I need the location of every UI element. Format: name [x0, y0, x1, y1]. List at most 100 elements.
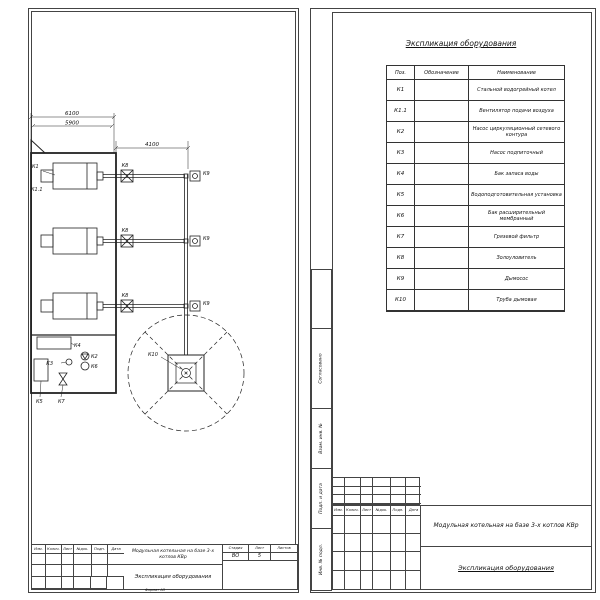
col-header-designation: Обозначение [415, 66, 469, 80]
row-pos: К1.1 [387, 101, 415, 122]
label-smoke-exhauster-2: К9 [203, 236, 210, 242]
row-designation [415, 164, 469, 185]
row-designation [415, 269, 469, 290]
equipment-table: Поз. Обозначение Наименование К1 Стальной… [386, 65, 565, 312]
row-name: Насос подпиточный [469, 143, 564, 164]
row-designation [415, 80, 469, 101]
sheet-doc-name: Экспликация оборудования [134, 574, 212, 581]
stage-label: Стадия [223, 545, 249, 553]
titleblock-explication-sheet: Изм. Колич. Лист №док. Подп. Дата [332, 505, 592, 590]
boiler-unit-1 [40, 162, 201, 190]
row-pos: К5 [387, 185, 415, 206]
row-designation [415, 290, 469, 311]
row-name: Золоуловитель [469, 248, 564, 269]
row-pos: К6 [387, 206, 415, 227]
row-pos: К8 [387, 248, 415, 269]
label-makeup-pump-k3: К3 [46, 361, 53, 367]
rev-col-izm: Изм. [32, 545, 46, 554]
row-name: Труба дымовая [469, 290, 564, 311]
col-header-pos: Поз. [387, 66, 415, 80]
margin-stamp-column: Согласовано Взам. инв. № Подп. и дата Ин… [311, 269, 332, 591]
dim-flue-run: 4100 [145, 142, 159, 148]
margin-inv-podl: Инв. № подл. [311, 529, 332, 591]
row-pos: К2 [387, 122, 415, 143]
row-name: Бак запаса воды [469, 164, 564, 185]
explication-sheet: Экспликация оборудования Поз. Обозначени… [310, 8, 596, 593]
building-outline [30, 138, 117, 394]
label-smoke-exhauster-1: К9 [203, 171, 210, 177]
rev-col-izm: Изм. [333, 506, 345, 516]
rev-col-list: Лист [361, 506, 373, 516]
row-name: Водоподготовительная установка [469, 185, 564, 206]
row-name: Бак расширительный мембранный [469, 206, 564, 227]
project-name: Модульная котельная на базе 3-х котлов К… [421, 506, 591, 548]
rev-col-data: Дата [406, 506, 421, 516]
rev-col-data: Дата [108, 545, 124, 554]
document-name-block: Модульная котельная на базе 3-х котлов К… [124, 545, 223, 589]
rev-col-ndok: №док. [74, 545, 92, 554]
margin-podp-data: Подп. и дата [311, 469, 332, 529]
rev-col-ndok: №док. [373, 506, 391, 516]
label-ash-catcher-3: К8 [122, 293, 129, 299]
label-network-pump-k2: К2 [91, 354, 98, 360]
col-header-name: Наименование [469, 66, 564, 80]
boiler-unit-3 [40, 292, 201, 320]
label-water-treatment-k5: К5 [36, 399, 43, 405]
row-designation [415, 206, 469, 227]
revision-grid [332, 477, 421, 505]
page-title: Экспликация оборудования [405, 39, 517, 48]
margin-vzam-inv: Взам. инв. № [311, 409, 332, 469]
label-boiler-k1: К1 [32, 164, 39, 170]
project-name: Модульная котельная на базе 3-х котлов К… [124, 545, 222, 566]
revision-block: Изм. Колич. Лист №док. Подп. Дата [32, 545, 124, 589]
document-name-block: Модульная котельная на базе 3-х котлов К… [420, 506, 591, 589]
row-name: Стальной водогрейный котел [469, 80, 564, 101]
boiler-unit-2 [40, 227, 201, 255]
row-designation [415, 143, 469, 164]
organization-cell [223, 561, 297, 589]
row-designation [415, 101, 469, 122]
label-ash-catcher-1: К8 [122, 163, 129, 169]
flue-collector [184, 174, 188, 355]
sheets-label: Листов [271, 545, 297, 553]
sheet-doc-name: Экспликация оборудования [458, 564, 554, 573]
row-name: Грязевой фильтр [469, 227, 564, 248]
revision-block: Изм. Колич. Лист №док. Подп. Дата [333, 506, 421, 590]
row-designation [415, 185, 469, 206]
label-water-tank-k4: К4 [74, 343, 81, 349]
rev-col-list: Лист [62, 545, 74, 554]
chimney-assembly [127, 314, 245, 432]
format-note: Формат А3 [145, 588, 165, 592]
row-designation [415, 248, 469, 269]
sheet-number-value: 5 [249, 552, 271, 562]
row-pos: К7 [387, 227, 415, 248]
sheet-label: Лист [249, 545, 271, 553]
rev-col-podp: Подп. [391, 506, 406, 516]
dim-total-width: 6100 [65, 111, 79, 117]
rev-col-kolich: Колич. [345, 506, 361, 516]
door-swing [30, 138, 47, 154]
row-designation [415, 122, 469, 143]
boiler-plant-plan-drawing: 6100 5900 4100 К1 К1.1 К8 К9 [29, 111, 245, 432]
titleblock-plan-sheet: Изм. Колич. Лист №док. Подп. Дата Модуль… [31, 544, 298, 590]
row-pos: К3 [387, 143, 415, 164]
margin-soglasovano: Согласовано [311, 329, 332, 409]
row-pos: К10 [387, 290, 415, 311]
row-pos: К1 [387, 80, 415, 101]
row-name: Насос циркуляционный сетевого контура [469, 122, 564, 143]
row-pos: К9 [387, 269, 415, 290]
dimension-lines [29, 113, 191, 169]
row-name: Вентилятор подачи воздуха [469, 101, 564, 122]
stage-sheet-block: Стадия Лист Листов ВО 5 [223, 545, 297, 589]
row-designation [415, 227, 469, 248]
dim-inner-width: 5900 [65, 121, 79, 127]
label-expansion-tank-k6: К6 [91, 364, 98, 370]
row-pos: К4 [387, 164, 415, 185]
row-name: Дымосос [469, 269, 564, 290]
label-smoke-exhauster-3: К9 [203, 301, 210, 307]
auxiliary-equipment [33, 336, 90, 398]
label-chimney-k10: К10 [148, 352, 158, 358]
plan-sheet: 6100 5900 4100 К1 К1.1 К8 К9 [28, 8, 299, 593]
stage-value: ВО [223, 552, 249, 562]
